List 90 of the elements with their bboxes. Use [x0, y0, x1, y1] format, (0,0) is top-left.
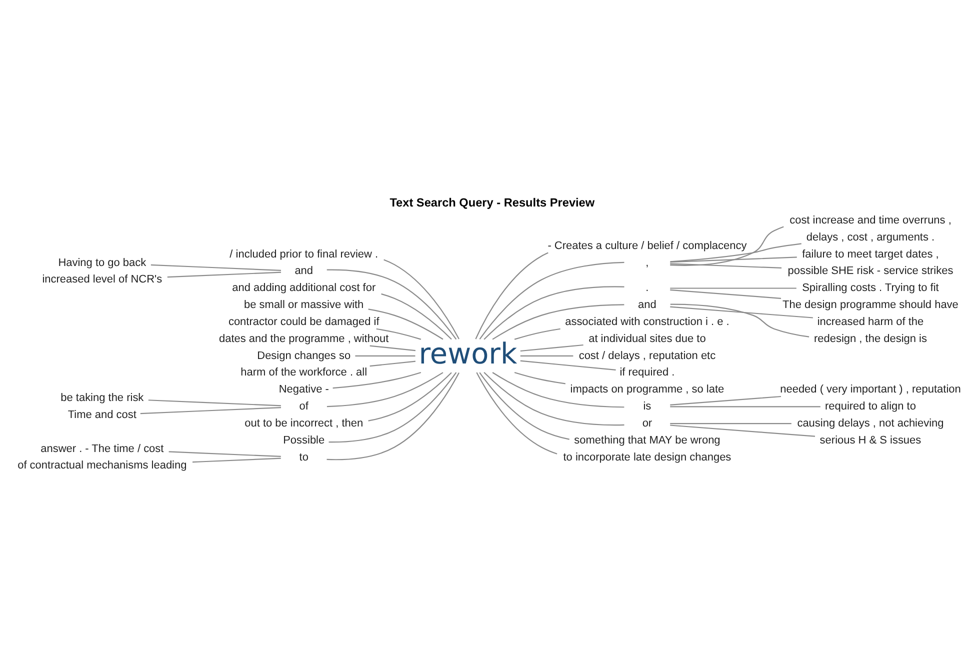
node-text: needed ( very important ) , reputation [780, 383, 961, 396]
node-text: associated with construction i . e . [565, 315, 730, 328]
connector [370, 360, 416, 366]
connector [492, 372, 624, 408]
connector [376, 328, 422, 340]
connector [476, 372, 558, 454]
connector [670, 287, 796, 288]
connector [140, 406, 282, 414]
node-text: delays , cost , arguments . [806, 230, 935, 243]
connector [479, 261, 624, 340]
node-text: be taking the risk [60, 392, 144, 404]
node-text: to [299, 450, 308, 463]
node-text: contractor could be damaged if [228, 315, 380, 328]
connector [484, 286, 624, 340]
node-text: and [294, 264, 314, 277]
node-text: Design changes so [257, 349, 351, 362]
connector [381, 292, 452, 340]
node-text: cost / delays , reputation etc [578, 349, 716, 362]
node-text: and adding additional cost for [232, 282, 376, 294]
connector [326, 372, 460, 460]
connector [520, 360, 616, 370]
connector [670, 262, 782, 268]
node-text: redesign , the design is [814, 332, 927, 344]
connector [514, 328, 560, 340]
connector [520, 344, 584, 352]
connector [670, 242, 802, 262]
node-text: required to align to [824, 400, 916, 412]
connector [514, 371, 566, 384]
connector [355, 354, 416, 356]
node-text: Having to go back [58, 256, 146, 268]
node-text: Possible [283, 434, 325, 446]
connector [670, 306, 813, 318]
node-text: The design programme should have [782, 298, 958, 311]
connector [370, 344, 416, 351]
connector [332, 371, 422, 388]
connector [475, 252, 548, 339]
node-text: of contractual mechanisms leading [18, 459, 187, 472]
diagram-title: Text Search Query - Results Preview [390, 194, 595, 209]
node-text: if required . [620, 366, 675, 378]
connector [192, 457, 281, 462]
connector [326, 268, 457, 340]
node-text: serious H & S issues [820, 434, 922, 446]
node-text: increased harm of the [817, 315, 924, 328]
connector [492, 304, 624, 340]
connector [670, 395, 782, 406]
connector [670, 406, 820, 407]
node-text: - Creates a culture / belief / complacency [548, 239, 747, 252]
connector [670, 424, 816, 436]
node-text: Negative - [278, 383, 329, 396]
node-text: cost increase and time overruns , [790, 214, 952, 226]
connector [328, 372, 457, 442]
connector [670, 256, 797, 262]
connector [168, 450, 281, 456]
connector [167, 271, 282, 278]
connector [670, 422, 792, 424]
node-text: Time and cost [68, 408, 136, 420]
connector [670, 226, 784, 266]
node-text: dates and the programme , without [218, 332, 389, 344]
node-text: be small or massive with [244, 298, 364, 311]
connector [368, 308, 444, 340]
node-text: out to be incorrect , then [244, 416, 364, 429]
node-text: failure to meet target dates , [802, 248, 939, 260]
connector [479, 372, 570, 440]
node-text: is [643, 400, 652, 412]
connector [150, 264, 281, 270]
node-text: answer . - The time / cost [40, 442, 164, 454]
node-text: of [299, 400, 308, 412]
node-text: / included prior to final review . [230, 248, 378, 260]
node-text: . [646, 282, 649, 294]
node-text: increased level of NCR's [42, 273, 162, 286]
node-text: causing delays , not achieving [797, 416, 944, 429]
connector [670, 288, 782, 298]
node-text: Spiralling costs . Trying to fit [802, 282, 939, 294]
node-text: at individual sites due to [588, 332, 706, 344]
node-text: impacts on programme , so late [570, 383, 724, 396]
node-text: or [642, 416, 652, 429]
connector [520, 354, 574, 356]
connector [670, 303, 810, 337]
node-text: something that MAY be wrong [574, 434, 720, 446]
node-text: to incorporate late design changes [563, 450, 732, 463]
node-text: and [638, 298, 656, 311]
connector [384, 258, 460, 339]
node-text: rework [418, 336, 518, 370]
node-text: possible SHE risk - service strikes [788, 264, 954, 277]
node-text: harm of the workforce . all [240, 366, 368, 378]
connector [326, 372, 444, 407]
connector [484, 372, 624, 426]
connector [148, 399, 281, 406]
node-text: , [646, 256, 649, 268]
connector [368, 372, 452, 421]
